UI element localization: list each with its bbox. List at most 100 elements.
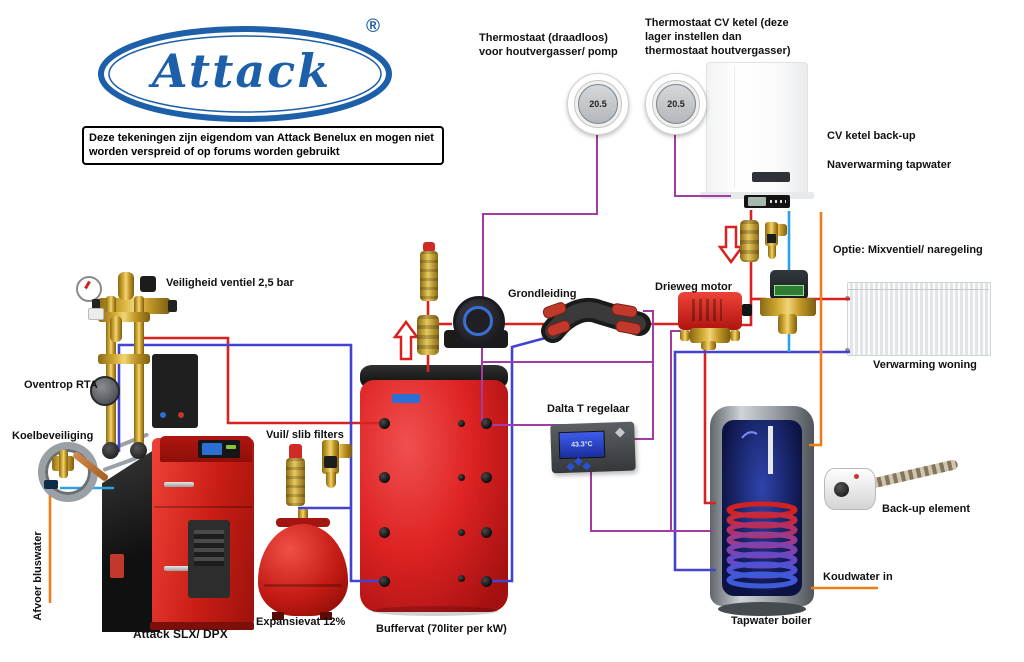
capillary-coil [38,442,98,502]
expansion-body [258,524,348,616]
thermostat-wireless-device: 20.5 [567,73,629,135]
attack-logo-oval [98,26,392,122]
label-thermostat-wireless: Thermostaat (draadloos) voor houtvergass… [479,32,618,58]
radiator-valve-bottom [845,348,850,353]
filter-red-cap [289,444,302,460]
koel-cap [44,480,58,489]
flow-arrow-up-icon [392,319,420,361]
buffer-bottom-shadow [372,606,498,616]
attack-boiler [100,432,258,632]
boiler-display-leds [226,445,236,449]
box-dot-blue [160,412,166,418]
tapwater-boiler [710,406,816,618]
mix-label-stripe [774,285,804,296]
buffer-port-mid-2 [458,474,465,481]
dalta-button-right [582,461,591,471]
filter-body [286,458,305,506]
label-attack-slx: Attack SLX/ DPX [133,627,228,641]
wire-dalta-to-drieweg [670,330,681,531]
mixventiel-device [758,266,820,338]
oventrop-pipe-right [134,296,144,446]
mix-bottom-nut [778,314,797,334]
backup-element-device [822,454,962,516]
expansion-foot-right [320,612,332,620]
thermostat-right-readout: 20.5 [667,99,685,109]
drieweg-nut-bottom [701,341,716,350]
manifold-cap-right [168,300,177,312]
drieweg-lever [742,304,752,316]
buffer-port-right-3 [481,527,492,538]
flow-arrow-down-icon [717,225,745,265]
oventrop-cross-top [98,312,150,322]
vent-body [420,251,438,301]
dalta-t-controller: 43.3°C [549,420,641,478]
tapwater-base [718,602,806,616]
dalta-button-up [574,457,583,466]
tapwater-coil [726,426,798,589]
dalta-temp-readout: 43.3°C [571,441,593,449]
element-body [824,468,876,510]
koel-valve-stem [59,450,68,478]
safety-knob [140,276,156,292]
pump-face-ring [463,306,493,336]
thermostat-left-readout: 20.5 [589,99,607,109]
label-koudwater: Koudwater in [823,571,893,583]
buffer-port-right-4 [481,576,492,587]
oventrop-pipe-left [106,296,116,446]
cv-display-dots [770,200,786,203]
buffer-label-plate [392,394,420,403]
disclaimer-box: Deze tekeningen zijn eigendom van Attack… [82,126,444,165]
wire-thermostat-to-pump [482,133,598,302]
grondleiding-pipe-stubs [542,302,642,337]
oventrop-valve-knob-left [102,442,119,459]
label-backup-element: Back-up element [882,503,971,515]
expansion-top-nipple [298,508,308,522]
buffer-port-mid-3 [458,529,465,536]
safety-vessel [118,272,134,300]
radiator-top-grille [847,282,989,290]
thermostat-display: 20.5 [578,84,618,124]
pipe-boiler-return-to-buffer [117,343,380,583]
cv-logo-plate [752,172,790,182]
registered-trademark-icon: ® [366,16,380,37]
wire-supply-sensor [643,310,654,362]
oventrop-valve-knob-right [130,442,147,459]
pipe-naverwarming-tapwater [809,212,823,447]
cv-seam [734,66,735,188]
drieweg-actuator [678,292,742,330]
oventrop-insulation-box [152,354,198,428]
oventrop-cross-bottom [98,354,150,364]
label-koelbeveiliging: Koelbeveiliging [12,430,94,442]
cv-safety-band [767,234,776,243]
buffer-check-valve [417,315,439,355]
label-naverwarming: Naverwarming tapwater [827,159,952,171]
label-veiligheid: Veiligheid ventiel 2,5 bar [166,277,294,289]
drieweg-motor-device [676,288,756,350]
label-optie-mix: Optie: Mixventiel/ naregeling [833,244,983,256]
label-thermostat-cv: Thermostaat CV ketel (deze lager instell… [645,17,791,57]
label-oventrop: Oventrop RTA [24,379,98,391]
dip-tube [768,426,773,474]
wire-thermostat-to-cv [674,133,731,197]
cv-display-lcd [748,197,766,206]
pressure-gauge [76,276,102,302]
cv-ketel [698,58,818,214]
boiler-louvers [194,530,224,566]
buffer-port-mid-1 [458,420,465,427]
label-dalta: Dalta T regelaar [547,403,630,415]
expansion-flange [276,518,330,527]
element-knob [834,482,849,497]
dalta-logo-diamond-icon [615,427,625,438]
element-led [854,474,859,479]
label-afvoer-bluswater: Afvoer bluswater [32,531,44,621]
thermostat-display: 20.5 [656,84,696,124]
buffer-port-right-2 [481,472,492,483]
pipe-grondleiding-return [488,332,561,583]
mix-valve-body [760,298,816,316]
oventrop-air-vent [110,316,122,342]
oventrop-rta-group [88,296,204,468]
cv-check-valve [740,220,759,262]
expansion-foot-left [272,612,284,620]
dalta-box: 43.3°C [550,421,636,474]
